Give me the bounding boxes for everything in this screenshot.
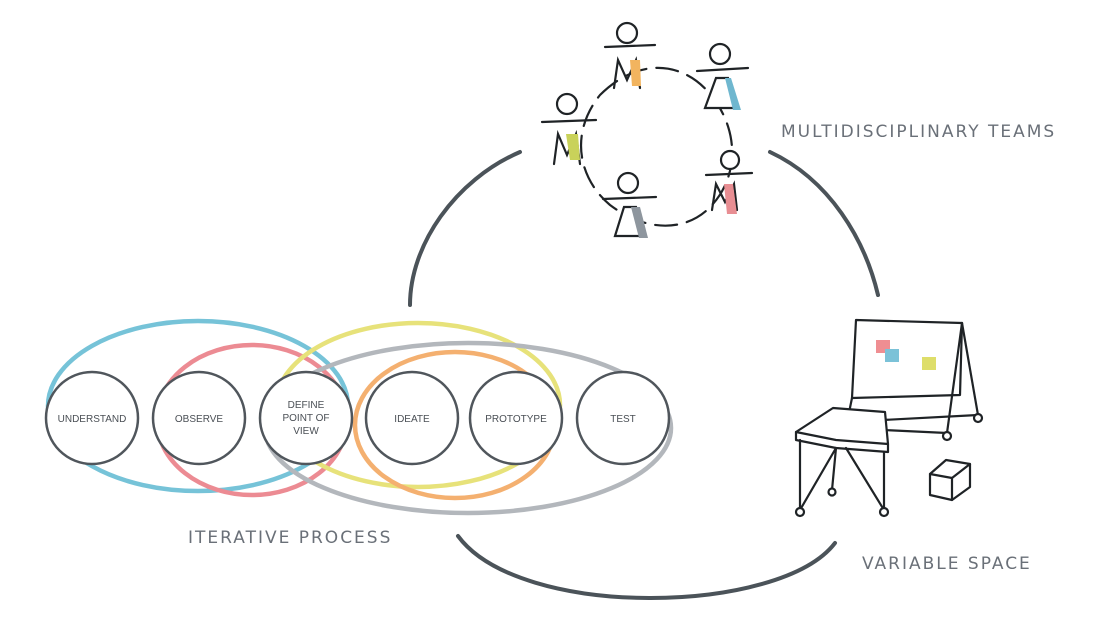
step-define-label-line-2: POINT OF bbox=[282, 413, 329, 424]
step-define-label-line-3: VIEW bbox=[293, 426, 319, 437]
variable-space-illustration bbox=[794, 318, 984, 518]
step-observe-label: OBSERVE bbox=[175, 414, 223, 425]
team-member-blue bbox=[695, 42, 750, 110]
team-member-orange bbox=[603, 21, 657, 90]
team-member-grey bbox=[601, 171, 658, 238]
iterative-process-label: ITERATIVE PROCESS bbox=[188, 528, 393, 548]
step-understand: UNDERSTAND bbox=[44, 370, 140, 466]
step-define-point-of-view: DEFINE POINT OF VIEW bbox=[258, 370, 354, 466]
step-prototype: PROTOTYPE bbox=[468, 370, 564, 466]
step-test-label: TEST bbox=[610, 414, 636, 425]
arc-teams-to-space bbox=[768, 150, 880, 297]
process-steps: UNDERSTAND OBSERVE DEFINE POINT OF VIEW … bbox=[44, 370, 671, 466]
team-ring bbox=[579, 66, 734, 227]
team-member-green bbox=[540, 92, 598, 166]
sticky-note-yellow bbox=[922, 357, 936, 370]
step-prototype-label: PROTOTYPE bbox=[485, 414, 547, 425]
whiteboard bbox=[843, 318, 984, 442]
cube bbox=[928, 458, 972, 502]
step-define-label-line-1: DEFINE bbox=[288, 400, 325, 411]
multidisciplinary-team-illustration bbox=[540, 21, 754, 238]
sticky-note-blue bbox=[885, 349, 899, 362]
step-ideate: IDEATE bbox=[364, 370, 460, 466]
variable-space-label: VARIABLE SPACE bbox=[862, 554, 1032, 574]
step-test: TEST bbox=[575, 370, 671, 466]
cycle-arcs bbox=[408, 150, 880, 600]
step-ideate-label: IDEATE bbox=[394, 414, 430, 425]
arc-process-to-teams bbox=[408, 150, 522, 307]
step-observe: OBSERVE bbox=[151, 370, 247, 466]
step-understand-label: UNDERSTAND bbox=[58, 414, 127, 425]
team-member-pink bbox=[704, 149, 754, 214]
stool bbox=[794, 406, 890, 518]
multidisciplinary-teams-label: MULTIDISCIPLINARY TEAMS bbox=[781, 122, 1057, 142]
arc-space-to-process bbox=[456, 534, 837, 600]
